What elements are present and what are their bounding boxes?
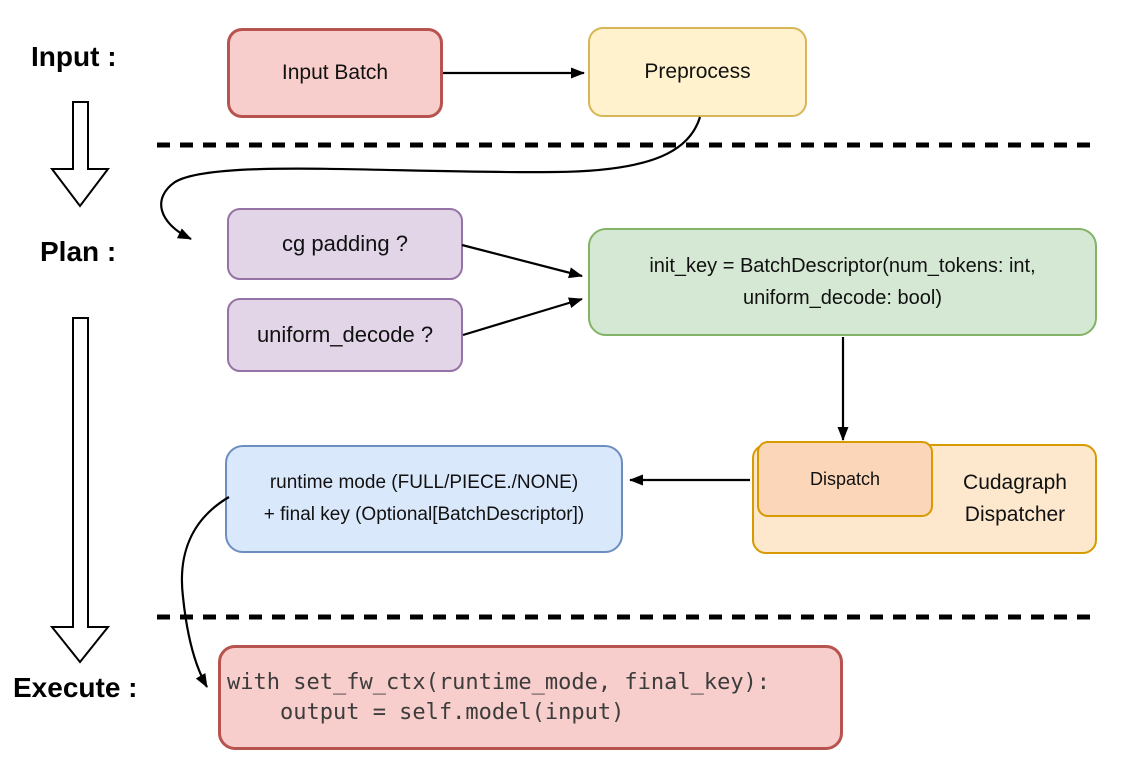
execute-code-line1: with set_fw_ctx(runtime_mode, final_key)… bbox=[227, 669, 771, 695]
execute-code-node: with set_fw_ctx(runtime_mode, final_key)… bbox=[218, 645, 843, 750]
dispatch-node: Dispatch bbox=[757, 441, 933, 517]
uniform-decode-label: uniform_decode ? bbox=[256, 322, 434, 347]
runtime-mode-line2: + final key (Optional[BatchDescriptor]) bbox=[263, 504, 585, 525]
input-batch-label: Input Batch bbox=[281, 61, 389, 84]
cudagraph-dispatcher-caption: Cudagraph Dispatcher bbox=[935, 446, 1095, 552]
runtime-mode-node: runtime mode (FULL/PIECE./NONE) + final … bbox=[225, 445, 623, 553]
cudagraph-dispatcher-line2: Dispatcher bbox=[964, 503, 1066, 526]
init-key-line1: init_key = BatchDescriptor(num_tokens: i… bbox=[649, 255, 1036, 277]
stage-label-plan: Plan : bbox=[40, 236, 117, 267]
stage-label-input: Input : bbox=[31, 41, 117, 72]
cg-padding-label: cg padding ? bbox=[282, 231, 408, 256]
preprocess-label: Preprocess bbox=[644, 60, 751, 83]
uniform-decode-node: uniform_decode ? bbox=[227, 298, 463, 372]
init-key-node: init_key = BatchDescriptor(num_tokens: i… bbox=[588, 228, 1097, 336]
input-batch-node: Input Batch bbox=[227, 28, 443, 118]
arrow-cg-padding-to-init-key bbox=[461, 243, 583, 279]
init-key-line2: uniform_decode: bool) bbox=[742, 287, 942, 309]
cg-padding-node: cg padding ? bbox=[227, 208, 463, 280]
preprocess-node: Preprocess bbox=[588, 27, 807, 117]
stage-label-execute: Execute : bbox=[13, 672, 138, 703]
input-to-plan-arrow-icon bbox=[49, 101, 111, 208]
cudagraph-dispatcher-line1: Cudagraph bbox=[963, 471, 1067, 494]
dispatch-label: Dispatch bbox=[809, 468, 881, 489]
execute-code-line2: output = self.model(input) bbox=[227, 699, 625, 725]
runtime-mode-line1: runtime mode (FULL/PIECE./NONE) bbox=[269, 472, 579, 493]
arrow-uniform-decode-to-init-key bbox=[462, 297, 583, 337]
plan-to-execute-arrow-icon bbox=[49, 317, 111, 664]
